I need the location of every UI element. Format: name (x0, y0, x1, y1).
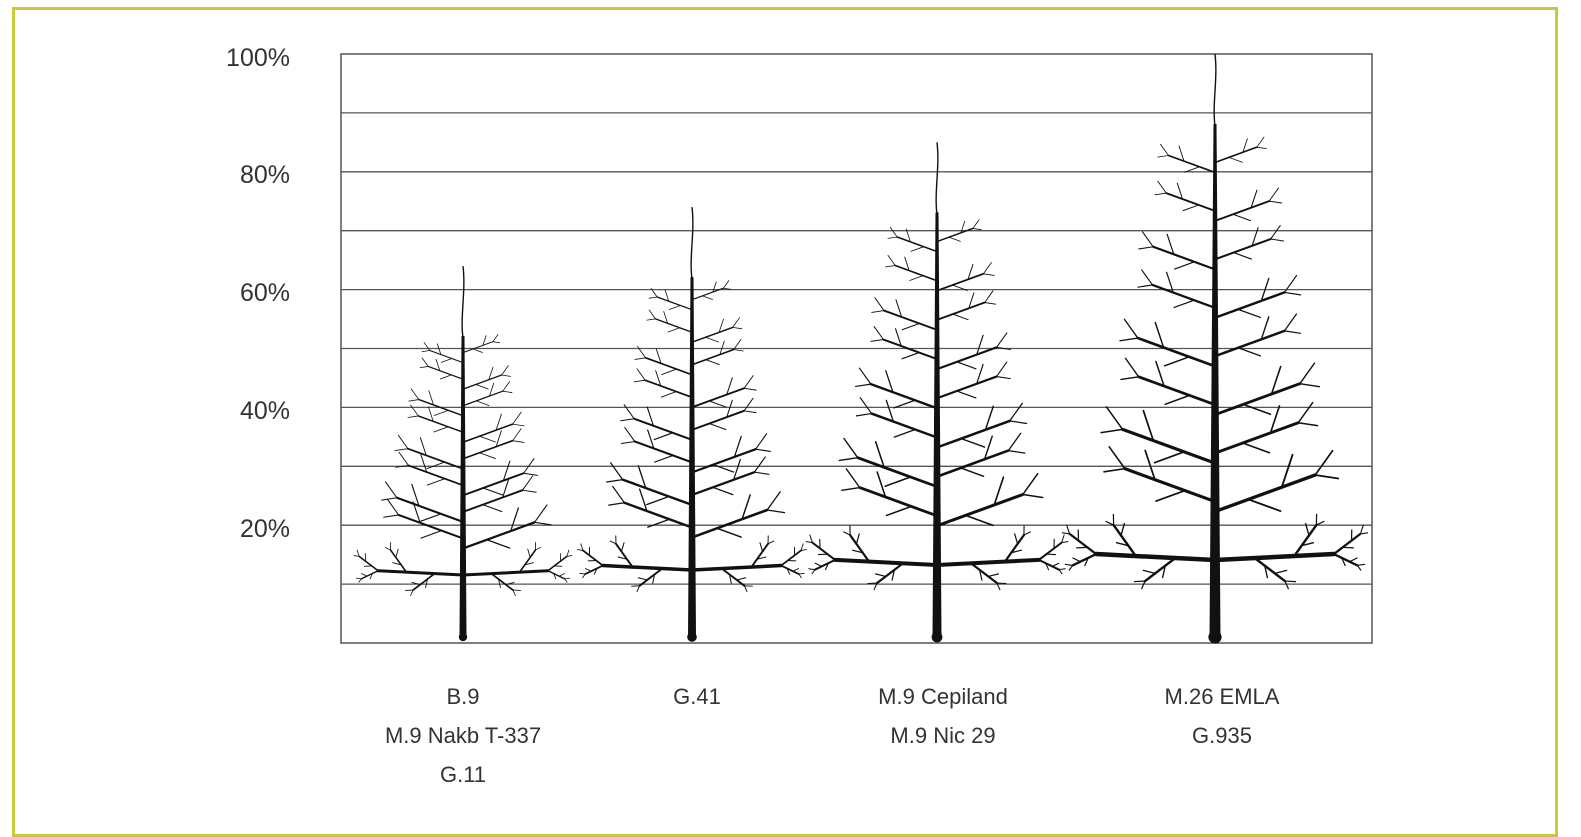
y-tick-label: 60% (240, 279, 290, 307)
category-label: B.9 (446, 684, 479, 709)
y-tick-label: 100% (226, 44, 290, 72)
y-tick-label: 20% (240, 515, 290, 543)
tree-mark (806, 142, 1068, 642)
category-label: M.9 Cepiland (878, 684, 1008, 709)
category-label: G.11 (440, 762, 486, 787)
y-tick-label: 80% (240, 161, 290, 189)
y-axis-tick-labels: 100% 80% 60% 40% 20% (226, 44, 290, 543)
category-label: M.26 EMLA (1165, 684, 1280, 709)
category-labels: B.9 M.9 Nakb T-337 G.11 G.41 M.9 Cepilan… (385, 684, 1280, 787)
y-tick-label: 40% (240, 397, 290, 425)
category-label: G.935 (1192, 723, 1252, 748)
category-label: M.9 Nic 29 (890, 723, 995, 748)
tree-mark (354, 266, 572, 641)
tree-mark (578, 207, 807, 642)
category-label: G.41 (673, 684, 721, 709)
category-label: M.9 Nakb T-337 (385, 723, 541, 748)
